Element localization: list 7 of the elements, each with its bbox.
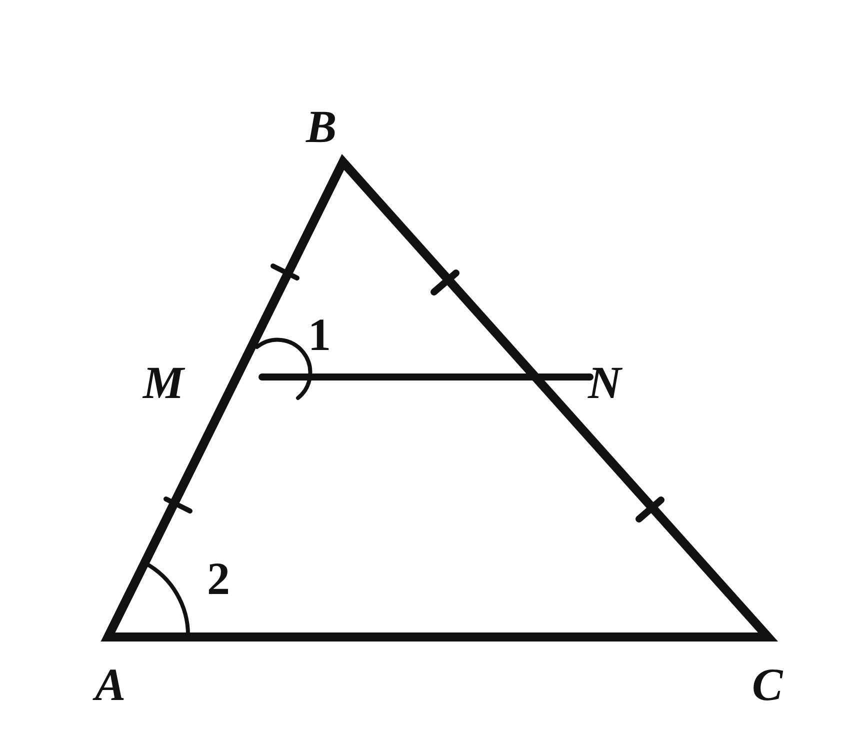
point-label: N bbox=[588, 360, 622, 406]
point-label: M bbox=[143, 360, 184, 406]
vertex-label: C bbox=[752, 662, 783, 708]
vertex-label: A bbox=[95, 662, 126, 708]
angle-label: 2 bbox=[207, 556, 230, 602]
vertex-label: B bbox=[306, 104, 337, 150]
angle-label: 1 bbox=[308, 312, 331, 358]
